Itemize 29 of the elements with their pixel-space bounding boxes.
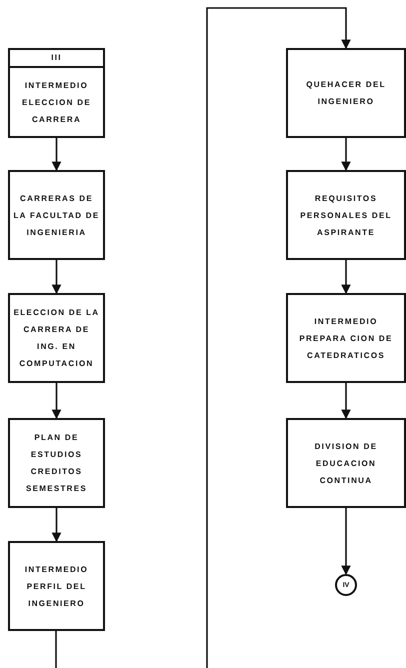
arrow: [206, 7, 351, 668]
process-box: [286, 293, 406, 383]
box-text: DIVISION DE EDUCACION CONTINUA: [314, 440, 378, 486]
arrow: [52, 260, 62, 294]
arrow: [341, 508, 351, 576]
box-heading: III: [10, 50, 103, 68]
process-box: [286, 48, 406, 138]
arrow: [341, 260, 351, 294]
arrow: [52, 383, 62, 420]
box-text: INTERMEDIO PREPARA CION DE CATEDRATICOS: [298, 316, 394, 362]
arrow: [341, 138, 351, 172]
box-text: QUEHACER DEL INGENIERO: [305, 79, 387, 108]
process-box: [8, 541, 105, 631]
process-box: [286, 170, 406, 260]
box-text: PLAN DE ESTUDIOS CREDITOS SEMESTRES: [24, 432, 88, 495]
process-box: [8, 170, 105, 260]
box-text: INTERMEDIO PERFIL DEL INGENIERO: [24, 564, 90, 610]
process-box: [8, 418, 105, 508]
box-text: ELECCION DE LA CARRERA DE ING. EN COMPUTACION: [13, 307, 100, 370]
arrow: [341, 383, 351, 420]
arrow: [52, 508, 62, 542]
box-text: REQUISITOS PERSONALES DEL ASPIRANTE: [299, 192, 393, 238]
box-text: CARRERAS DE LA FACULTAD DE INGENIERIA: [13, 192, 100, 238]
process-box: [286, 418, 406, 508]
box-text: INTERMEDIO ELECCION DE CARRERA: [21, 80, 92, 126]
process-box: [8, 48, 105, 138]
connector-circle: [335, 574, 357, 596]
process-box: [8, 293, 105, 383]
arrow: [52, 138, 62, 172]
